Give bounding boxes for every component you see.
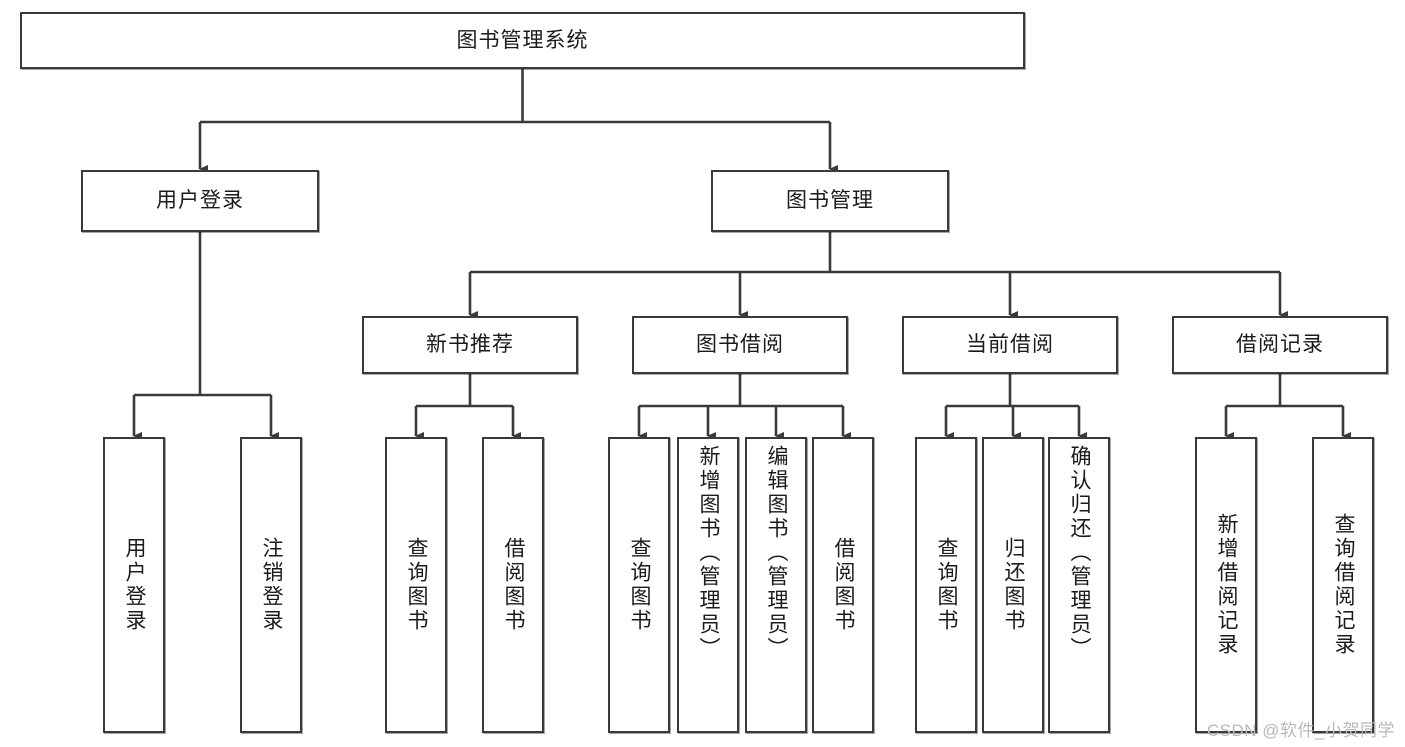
leaf-query-book-borrow[interactable]: 查询图书 <box>608 437 670 733</box>
leaf-add-borrow-record[interactable]: 新增借阅记录 <box>1195 437 1257 733</box>
leaf-query-book-borrow-label: 查询图书 <box>628 537 652 633</box>
leaf-return-book[interactable]: 归还图书 <box>982 437 1044 733</box>
leaf-logout-login-label: 注销登录 <box>260 537 284 633</box>
node-borrow-record-label: 借阅记录 <box>1236 333 1324 357</box>
leaf-query-book-current-label: 查询图书 <box>935 537 959 633</box>
leaf-confirm-return-admin[interactable]: 确认归还（管理员） <box>1048 437 1110 733</box>
leaf-add-book-admin[interactable]: 新增图书（管理员） <box>677 437 739 733</box>
node-book-manage[interactable]: 图书管理 <box>711 170 949 232</box>
node-book-borrow-label: 图书借阅 <box>696 333 784 357</box>
leaf-query-book-recommend[interactable]: 查询图书 <box>385 437 447 733</box>
leaf-query-borrow-record-label: 查询借阅记录 <box>1332 513 1356 657</box>
leaf-return-book-label: 归还图书 <box>1002 537 1026 633</box>
node-book-borrow[interactable]: 图书借阅 <box>632 316 848 374</box>
leaf-edit-book-admin[interactable]: 编辑图书（管理员） <box>745 437 807 733</box>
leaf-logout-login[interactable]: 注销登录 <box>240 437 302 733</box>
leaf-query-borrow-record[interactable]: 查询借阅记录 <box>1312 437 1374 733</box>
node-root-label: 图书管理系统 <box>456 28 589 52</box>
leaf-borrow-book-borrow[interactable]: 借阅图书 <box>812 437 874 733</box>
leaf-add-book-admin-label: 新增图书（管理员） <box>697 445 721 661</box>
node-new-book-recommend[interactable]: 新书推荐 <box>362 316 578 374</box>
leaf-user-login[interactable]: 用户登录 <box>103 437 165 733</box>
node-root[interactable]: 图书管理系统 <box>20 12 1025 69</box>
node-current-borrow[interactable]: 当前借阅 <box>902 316 1118 374</box>
leaf-borrow-book-recommend[interactable]: 借阅图书 <box>482 437 544 733</box>
node-borrow-record[interactable]: 借阅记录 <box>1172 316 1388 374</box>
leaf-user-login-label: 用户登录 <box>123 537 147 633</box>
leaf-borrow-book-borrow-label: 借阅图书 <box>832 537 856 633</box>
leaf-confirm-return-admin-label: 确认归还（管理员） <box>1068 445 1092 661</box>
leaf-add-borrow-record-label: 新增借阅记录 <box>1215 513 1239 657</box>
node-user-login-label: 用户登录 <box>156 189 244 213</box>
node-book-manage-label: 图书管理 <box>786 189 874 213</box>
leaf-query-book-current[interactable]: 查询图书 <box>915 437 977 733</box>
leaf-borrow-book-recommend-label: 借阅图书 <box>502 537 526 633</box>
leaf-edit-book-admin-label: 编辑图书（管理员） <box>765 445 789 661</box>
node-user-login[interactable]: 用户登录 <box>81 170 319 232</box>
node-new-book-recommend-label: 新书推荐 <box>426 333 514 357</box>
leaf-query-book-recommend-label: 查询图书 <box>405 537 429 633</box>
node-current-borrow-label: 当前借阅 <box>966 333 1054 357</box>
